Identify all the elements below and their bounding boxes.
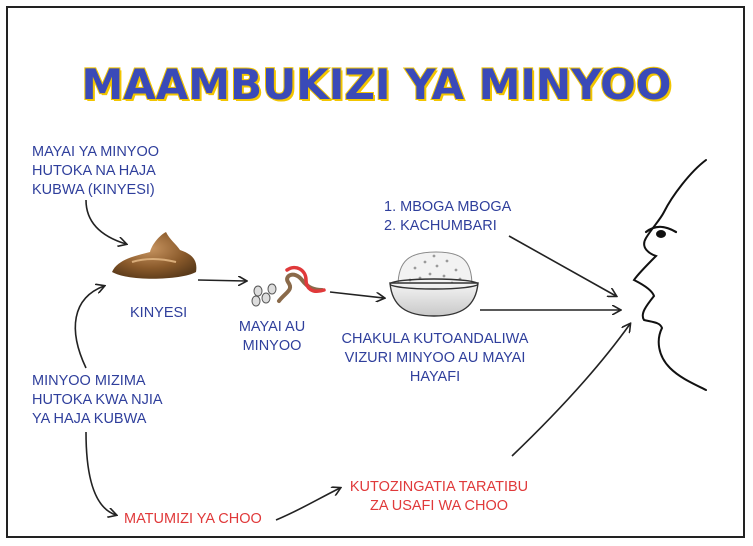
poster-title: MAAMBUKIZI YA MINYOO xyxy=(80,59,672,110)
label-eggs-or-worms: MAYAI AU MINYOO xyxy=(230,318,314,356)
label-line: 1. MBOGA MBOGA xyxy=(384,199,512,215)
label-line: 2. KACHUMBARI xyxy=(384,218,497,234)
eggs-icon xyxy=(251,283,277,307)
label-line: HUTOKA NA HAJA xyxy=(32,163,156,179)
label-vegetables: 1. MBOGA MBOGA 2. KACHUMBARI xyxy=(384,198,511,236)
label-line: MAYAI AU xyxy=(238,319,306,335)
label-eggs-from-feces: MAYAI YA MINYOO HUTOKA NA HAJA KUBWA (KI… xyxy=(32,143,159,200)
label-line: MINYOO xyxy=(242,338,302,354)
food-bowl-icon xyxy=(389,251,479,317)
label-feces: KINYESI xyxy=(130,305,188,321)
label-food: CHAKULA KUTOANDALIWA VIZURI MINYOO AU MA… xyxy=(330,330,540,387)
feces-icon xyxy=(112,232,197,279)
label-line: VIZURI MINYOO AU MAYAI xyxy=(344,350,526,366)
label-line: MAYAI YA MINYOO xyxy=(32,144,160,160)
label-line: ZA USAFI WA CHOO xyxy=(369,498,509,514)
label-line: HUTOKA KWA NJIA xyxy=(32,392,163,408)
label-line: KUBWA (KINYESI) xyxy=(32,182,155,198)
label-hygiene: KUTOZINGATIA TARATIBU ZA USAFI WA CHOO xyxy=(344,478,534,516)
label-line: KUTOZINGATIA TARATIBU xyxy=(349,479,529,495)
label-line: HAYAFI xyxy=(409,369,461,385)
label-toilet-use: MATUMIZI YA CHOO xyxy=(124,511,262,527)
label-line: CHAKULA KUTOANDALIWA xyxy=(341,331,529,347)
worms-icon xyxy=(277,265,326,303)
face-profile-icon xyxy=(632,159,707,391)
label-line: MINYOO MIZIMA xyxy=(32,373,146,389)
label-whole-worms: MINYOO MIZIMA HUTOKA KWA NJIA YA HAJA KU… xyxy=(32,372,163,429)
label-line: YA HAJA KUBWA xyxy=(32,411,147,427)
